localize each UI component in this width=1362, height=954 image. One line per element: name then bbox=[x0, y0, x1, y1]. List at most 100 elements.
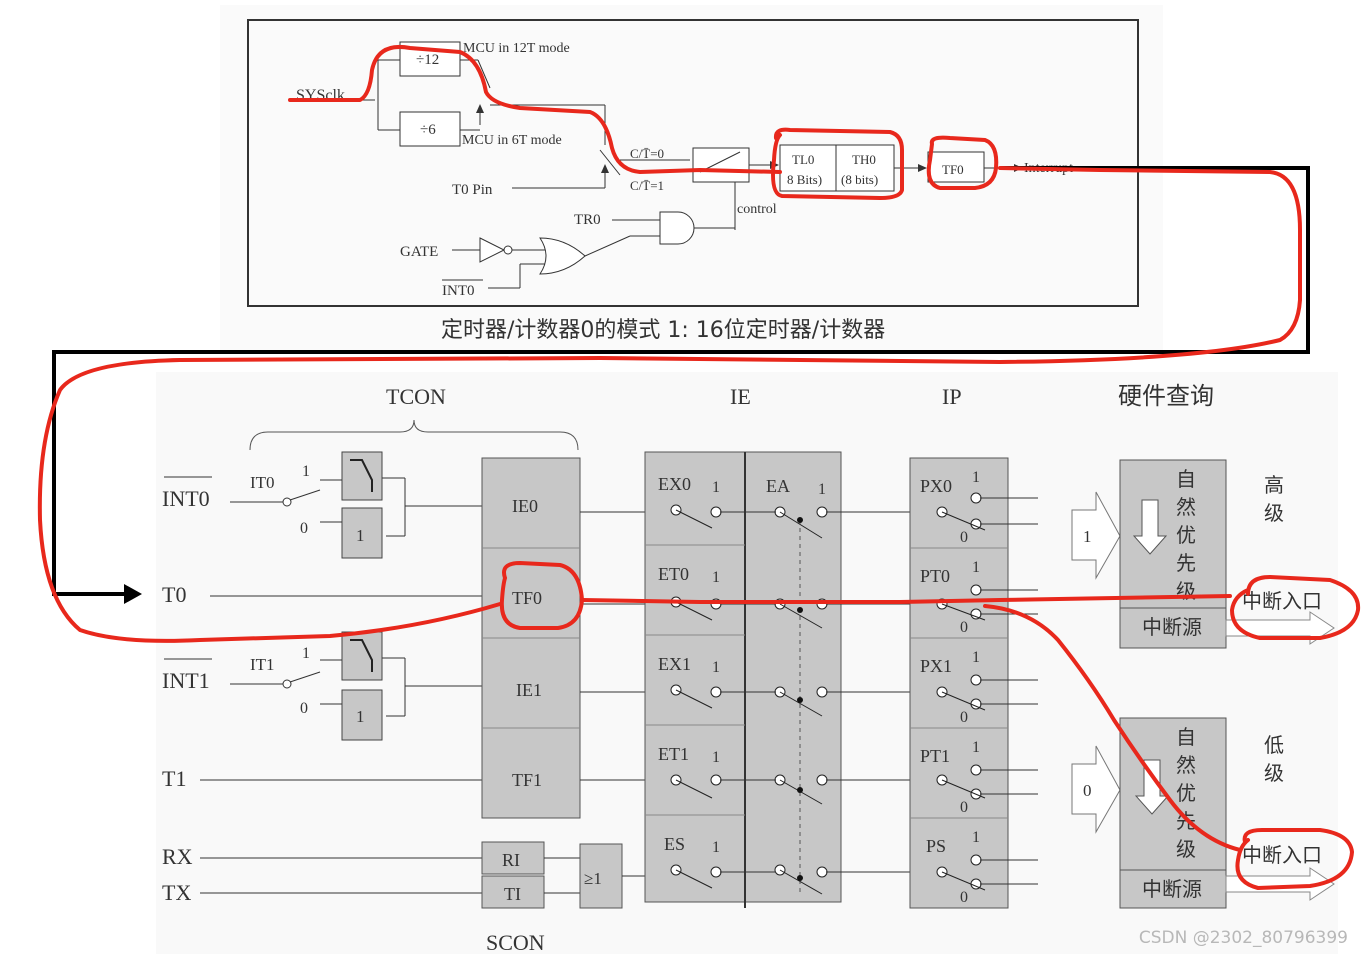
t1-input: T1 bbox=[162, 766, 186, 791]
edge-trigger-box-0 bbox=[341, 451, 383, 501]
level-one-1: 1 bbox=[356, 707, 365, 726]
int1-input: INT1 bbox=[162, 668, 210, 693]
hw-header: 硬件查询 bbox=[1118, 382, 1214, 410]
np-high-3: 先 bbox=[1176, 552, 1196, 575]
down-arrow-icon bbox=[1132, 499, 1168, 555]
ri-label: RI bbox=[502, 850, 520, 870]
np-high-0: 自 bbox=[1176, 468, 1196, 491]
int0-input: INT0 bbox=[162, 486, 210, 511]
np-low-4: 级 bbox=[1176, 838, 1196, 861]
ip-zero-4: 0 bbox=[960, 889, 968, 906]
tcon-header: TCON bbox=[386, 384, 446, 409]
mode12t-label: MCU in 12T mode bbox=[463, 41, 570, 56]
tl0-bits: 8 Bits) bbox=[787, 172, 822, 187]
or-box bbox=[579, 843, 623, 909]
ip-one-3: 1 bbox=[972, 739, 980, 756]
ip-one-0: 1 bbox=[972, 469, 980, 486]
black-connector-arrow bbox=[52, 166, 1310, 604]
high-label-1: 级 bbox=[1264, 502, 1284, 525]
not-gate bbox=[479, 237, 506, 263]
tr0-label: TR0 bbox=[574, 212, 601, 228]
low-label-0: 低 bbox=[1264, 734, 1284, 757]
top-caption: 定时器/计数器0的模式 1: 16位定时器/计数器 bbox=[441, 318, 885, 343]
low-arrow-label: 0 bbox=[1083, 781, 1092, 800]
div12-label: ÷12 bbox=[416, 52, 439, 68]
ip-header: IP bbox=[942, 384, 962, 409]
ip-one-1: 1 bbox=[972, 559, 980, 576]
ip-ps: PS bbox=[926, 836, 946, 856]
it1-one: 1 bbox=[302, 645, 310, 662]
rx-input: RX bbox=[162, 844, 193, 869]
high-label-0: 高 bbox=[1264, 474, 1284, 497]
t0-input: T0 bbox=[162, 582, 186, 607]
watermark: CSDN @2302_80796399 bbox=[1138, 928, 1348, 948]
flag-tf1: TF1 bbox=[512, 770, 542, 790]
ie-register bbox=[644, 451, 842, 903]
scon-label: SCON bbox=[486, 930, 545, 954]
tcon-brace bbox=[249, 419, 579, 451]
ie-one-0: 1 bbox=[712, 479, 720, 496]
ie-et0: ET0 bbox=[658, 564, 689, 584]
th0-bits: (8 bits) bbox=[841, 172, 878, 187]
int0-label: INT0 bbox=[442, 283, 475, 299]
ip-zero-0: 0 bbox=[960, 529, 968, 546]
tf0-label: TF0 bbox=[942, 162, 964, 177]
or-gate bbox=[539, 237, 586, 275]
high-arrow-label: 1 bbox=[1083, 527, 1092, 546]
low-label-1: 级 bbox=[1264, 762, 1284, 785]
low-priority-block bbox=[1119, 717, 1227, 909]
it0-zero: 0 bbox=[300, 520, 308, 537]
tl0-box bbox=[779, 144, 837, 192]
it1-label: IT1 bbox=[250, 655, 275, 674]
div6-label: ÷6 bbox=[420, 122, 436, 138]
flag-ie1: IE1 bbox=[516, 680, 542, 700]
ea-one: 1 bbox=[818, 481, 826, 498]
ie-ea: EA bbox=[766, 476, 790, 496]
ip-zero-3: 0 bbox=[960, 799, 968, 816]
ti-label: TI bbox=[504, 884, 521, 904]
ie-es: ES bbox=[664, 834, 685, 854]
level-trigger-box-1 bbox=[341, 689, 383, 741]
ie-ex0: EX0 bbox=[658, 474, 691, 494]
ip-one-4: 1 bbox=[972, 829, 980, 846]
ct1-label: C/T̄=1 bbox=[630, 178, 664, 193]
low-priority-arrow bbox=[1071, 745, 1121, 834]
timer0-mode1-diagram: SYSclk ÷12 ÷6 MCU in 12T mode MCU in 6T … bbox=[220, 5, 1163, 350]
top-frame bbox=[247, 19, 1139, 307]
high-priority-block bbox=[1119, 459, 1227, 649]
np-high-4: 级 bbox=[1176, 580, 1196, 603]
t0pin-label: T0 Pin bbox=[452, 182, 493, 198]
and-gate bbox=[659, 211, 695, 245]
ie-et1: ET1 bbox=[658, 744, 689, 764]
level-one-0: 1 bbox=[356, 526, 365, 545]
ip-px1: PX1 bbox=[920, 656, 952, 676]
interrupt-system-diagram: TCON IE IP 硬件查询 INT0 IT0 1 0 1 T0 INT1 I… bbox=[156, 372, 1338, 954]
level-trigger-box-0 bbox=[341, 507, 383, 559]
int-source-low: 中断源 bbox=[1142, 878, 1202, 901]
red-annotations bbox=[37, 45, 1361, 890]
ip-pt1: PT1 bbox=[920, 746, 950, 766]
ip-pt0: PT0 bbox=[920, 566, 950, 586]
ip-px0: PX0 bbox=[920, 476, 952, 496]
mode6t-label: MCU in 6T mode bbox=[462, 133, 562, 148]
ip-register bbox=[909, 457, 1009, 909]
ip-zero-1: 0 bbox=[960, 619, 968, 636]
np-high-1: 然 bbox=[1176, 496, 1196, 519]
top-panel bbox=[220, 5, 1163, 350]
ie-one-3: 1 bbox=[712, 749, 720, 766]
ie-one-4: 1 bbox=[712, 839, 720, 856]
it0-label: IT0 bbox=[250, 473, 275, 492]
div6-box bbox=[399, 111, 461, 147]
ie-one-1: 1 bbox=[712, 569, 720, 586]
int-source-high: 中断源 bbox=[1142, 616, 1202, 639]
tf0-box bbox=[927, 151, 985, 183]
ti-box bbox=[481, 875, 545, 909]
ie-header: IE bbox=[730, 384, 751, 409]
gate-label: GATE bbox=[400, 244, 438, 260]
it1-zero: 0 bbox=[300, 700, 308, 717]
control-switch-box bbox=[692, 147, 750, 183]
ie-one-2: 1 bbox=[712, 659, 720, 676]
high-priority-arrow bbox=[1071, 491, 1121, 580]
int-entry-low: 中断入口 bbox=[1242, 844, 1322, 867]
